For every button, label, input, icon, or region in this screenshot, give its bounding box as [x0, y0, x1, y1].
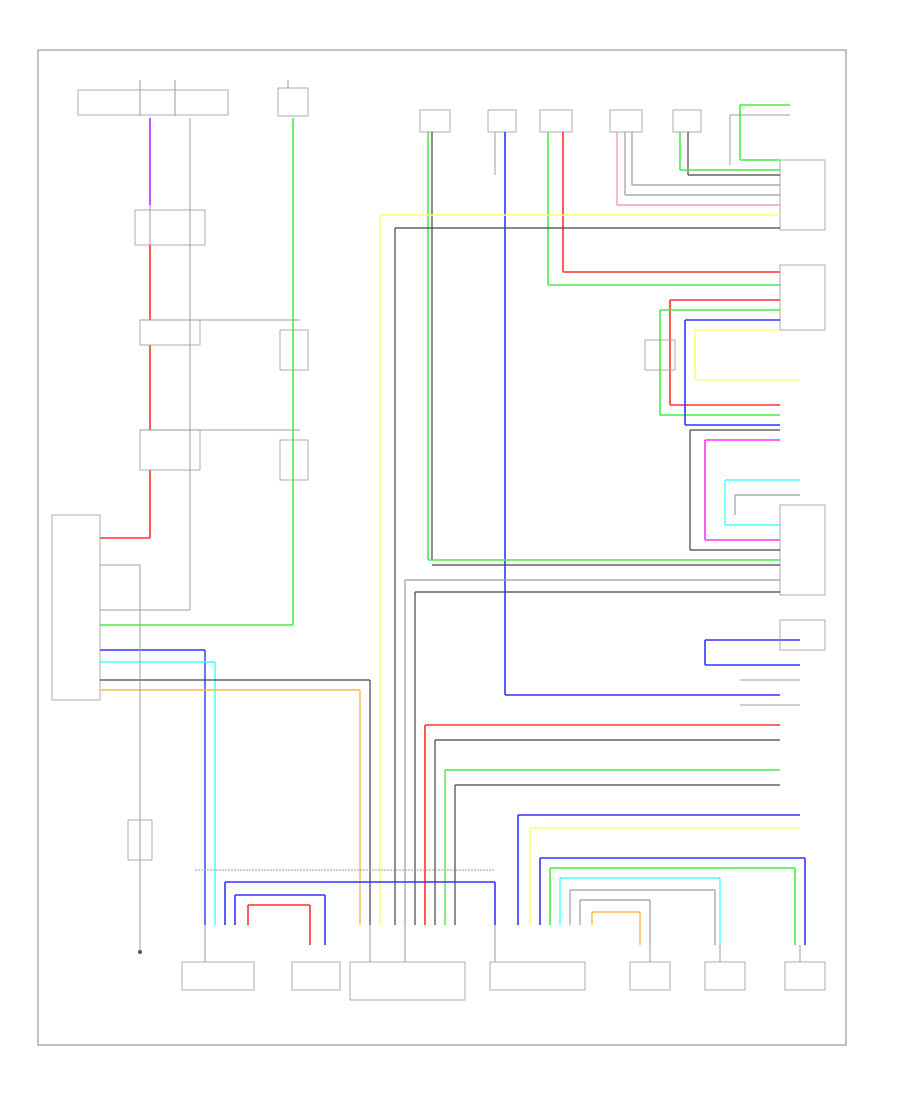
top-connector-5	[672, 109, 702, 175]
bottom-connector-4	[489, 961, 586, 991]
right-connector-top	[617, 104, 826, 231]
ground-point	[127, 565, 153, 954]
bottom-connector-3	[349, 961, 466, 1001]
diagram-frame	[37, 49, 847, 1046]
right-module-lower	[404, 429, 826, 925]
fuse-block-center	[277, 80, 309, 117]
lower-right-harness	[424, 724, 806, 945]
control-module-left	[51, 514, 371, 925]
relay-center-1	[279, 329, 309, 371]
bottom-crossings	[195, 869, 496, 945]
relay-center-2	[279, 439, 309, 481]
bottom-connector-6	[704, 961, 746, 991]
bottom-connector-1	[181, 961, 255, 991]
bottom-connector-5	[629, 961, 671, 991]
bottom-connector-2	[291, 961, 341, 991]
top-connector-2	[487, 109, 517, 695]
fuse-block-left	[77, 80, 229, 116]
bottom-connector-7	[784, 961, 826, 991]
mid-harness	[644, 299, 800, 426]
top-connector-1	[419, 109, 451, 560]
right-module-mid	[779, 264, 826, 331]
fuse-block-left-lower	[134, 209, 206, 246]
right-blue-loop	[505, 619, 826, 706]
top-connector-3	[539, 109, 573, 285]
top-connector-4	[609, 109, 643, 205]
